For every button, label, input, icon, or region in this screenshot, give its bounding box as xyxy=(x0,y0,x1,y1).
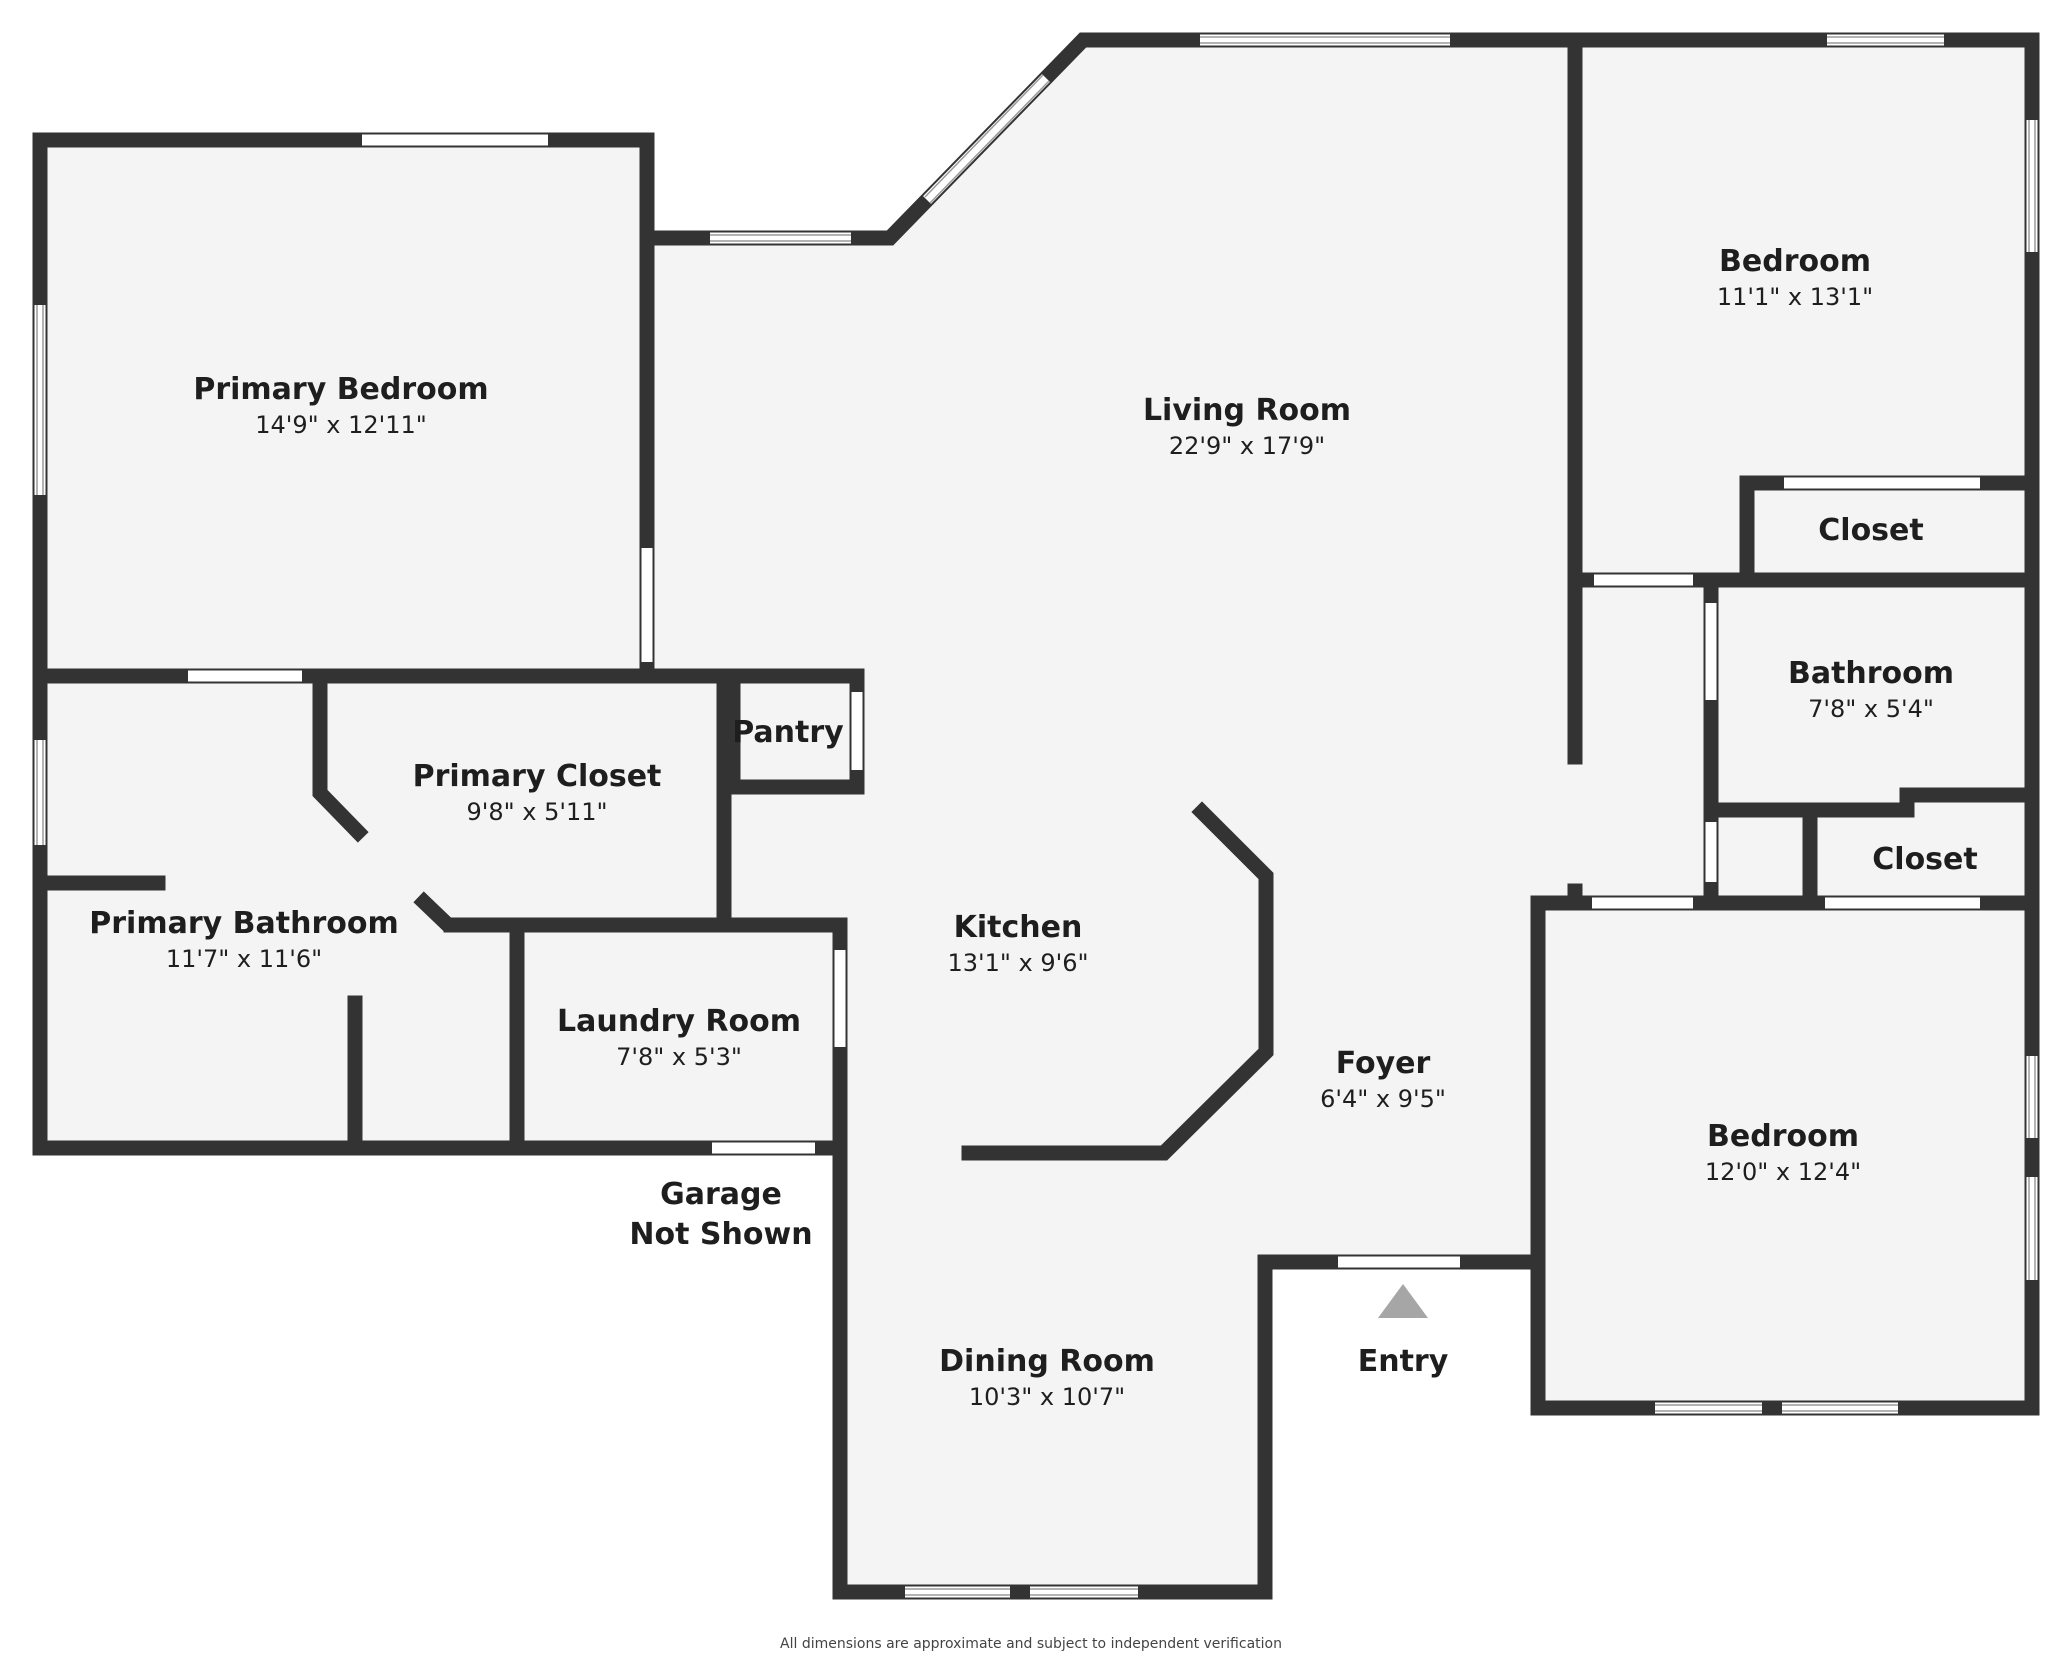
room-name: Bedroom xyxy=(1719,244,1871,279)
room-dimensions: 10'3" x 10'7" xyxy=(969,1383,1125,1411)
garage-note-line1: Garage xyxy=(660,1177,782,1212)
room-name: Primary Bathroom xyxy=(89,906,398,941)
room-name: Pantry xyxy=(732,715,844,750)
floor-main xyxy=(33,40,2025,1592)
entry-label: Entry xyxy=(1358,1344,1449,1379)
disclaimer-text: All dimensions are approximate and subje… xyxy=(780,1636,1282,1652)
walls xyxy=(32,32,2040,1600)
room-name: Bedroom xyxy=(1707,1119,1859,1154)
wall-primary-closet-diag xyxy=(413,891,528,933)
outer-wall xyxy=(32,32,2040,911)
wall-primary-closet-west xyxy=(312,668,369,843)
room-dimensions: 13'1" x 9'6" xyxy=(947,949,1088,977)
room-dimensions: 6'4" x 9'5" xyxy=(1320,1085,1446,1113)
garage-note-line2: Not Shown xyxy=(629,1217,812,1252)
entry-arrow-icon xyxy=(1378,1284,1428,1318)
room-name: Laundry Room xyxy=(557,1004,801,1039)
window xyxy=(923,74,1050,204)
window xyxy=(924,74,1044,198)
window xyxy=(929,80,1050,204)
room-name: Closet xyxy=(1818,513,1923,548)
room-dimensions: 9'8" x 5'11" xyxy=(466,798,607,826)
room-name: Primary Closet xyxy=(413,759,662,794)
room-dimensions: 7'8" x 5'4" xyxy=(1808,695,1934,723)
room-name: Primary Bedroom xyxy=(193,372,488,407)
room-dimensions: 7'8" x 5'3" xyxy=(616,1043,742,1071)
room-name: Foyer xyxy=(1336,1046,1431,1081)
room-dimensions: 11'1" x 13'1" xyxy=(1717,283,1873,311)
room-name: Bathroom xyxy=(1788,656,1954,691)
room-name: Dining Room xyxy=(939,1344,1155,1379)
openings xyxy=(34,34,2038,1598)
room-dimensions: 22'9" x 17'9" xyxy=(1169,432,1325,460)
wall-kitchen-counter xyxy=(961,801,1274,1161)
room-dimensions: 14'9" x 12'11" xyxy=(255,411,427,439)
room-name: Living Room xyxy=(1143,393,1351,428)
room-dimensions: 11'7" x 11'6" xyxy=(166,945,322,973)
room-labels: Primary Bedroom 14'9" x 12'11" Living Ro… xyxy=(89,244,1977,1411)
room-name: Closet xyxy=(1872,842,1977,877)
wall-primary-bedroom-south xyxy=(32,668,865,795)
wall-laundry xyxy=(443,917,848,1156)
floor-areas xyxy=(33,40,2025,1592)
room-name: Kitchen xyxy=(954,910,1083,945)
room-dimensions: 12'0" x 12'4" xyxy=(1705,1158,1861,1186)
